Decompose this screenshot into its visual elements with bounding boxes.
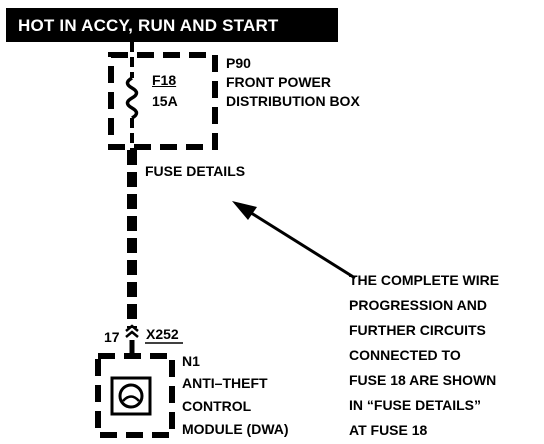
module-symbol-detail <box>122 395 140 402</box>
note-line: FURTHER CIRCUITS <box>349 322 486 338</box>
module-name-line3: MODULE (DWA) <box>182 421 289 437</box>
fuse-symbol-icon <box>125 76 139 120</box>
module-inner-frame <box>110 376 152 416</box>
callout-note: THE COMPLETE WIRE PROGRESSION AND FURTHE… <box>349 268 499 443</box>
fuse-box-outline <box>108 52 218 150</box>
note-line: CONNECTED TO <box>349 347 461 363</box>
connector-pin: 17 <box>104 329 120 345</box>
module-id: N1 <box>182 353 200 369</box>
note-line: THE COMPLETE WIRE <box>349 272 500 288</box>
note-line: PROGRESSION AND <box>349 297 487 313</box>
fuse-rating: 15A <box>152 93 178 109</box>
fuse-box-name-line2: DISTRIBUTION BOX <box>226 93 360 109</box>
header-bar <box>6 8 338 42</box>
fuse-id: F18 <box>152 72 177 88</box>
module-name-line2: CONTROL <box>182 398 252 414</box>
connector-id: X252 <box>146 326 179 342</box>
note-line: IN “FUSE DETAILS” <box>349 397 481 413</box>
fuse-box-name-line1: FRONT POWER <box>226 74 331 90</box>
module-symbol-icon <box>118 383 144 409</box>
connector-x252-icon <box>125 324 139 338</box>
wire-label: FUSE DETAILS <box>145 163 246 179</box>
fuse-box-id: P90 <box>226 55 251 71</box>
header-title: HOT IN ACCY, RUN AND START <box>18 16 279 35</box>
module-name-line1: ANTI–THEFT <box>182 375 268 391</box>
note-line: FUSE 18 ARE SHOWN <box>349 372 497 388</box>
note-line: AT FUSE 18 <box>349 422 428 438</box>
callout-arrowhead-icon <box>232 201 257 220</box>
module-outline <box>95 353 175 438</box>
callout-arrow-line <box>247 209 356 280</box>
